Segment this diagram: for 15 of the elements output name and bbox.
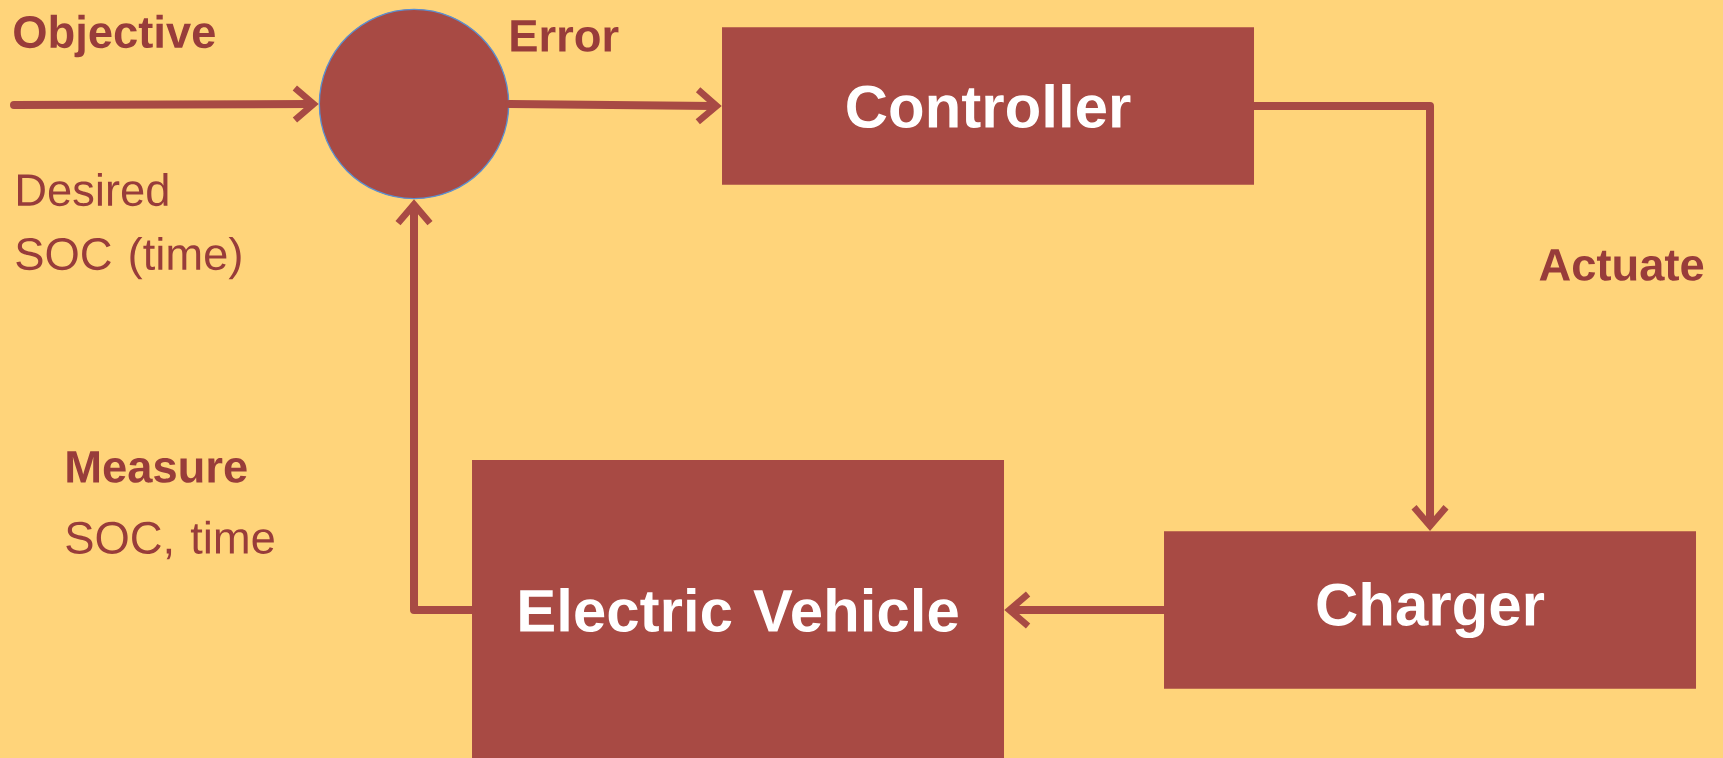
edge-label: Objective [14,14,215,58]
process-box: Electric Vehicle [472,460,1004,758]
edge-label: Measure [67,451,247,483]
summing-circle [318,8,510,200]
edge-label: Error [511,20,619,52]
edge-label: Actuate [1539,249,1704,281]
arrow [1250,102,1449,532]
process-box: Controller [722,27,1254,185]
arrow [505,87,722,125]
process-box: Charger [1164,531,1696,689]
note-text: Desired SOC (time) [16,172,241,280]
arrow [395,199,476,614]
arrow [10,85,319,123]
note-text: SOC, time [66,520,274,560]
arrow [1004,591,1168,629]
